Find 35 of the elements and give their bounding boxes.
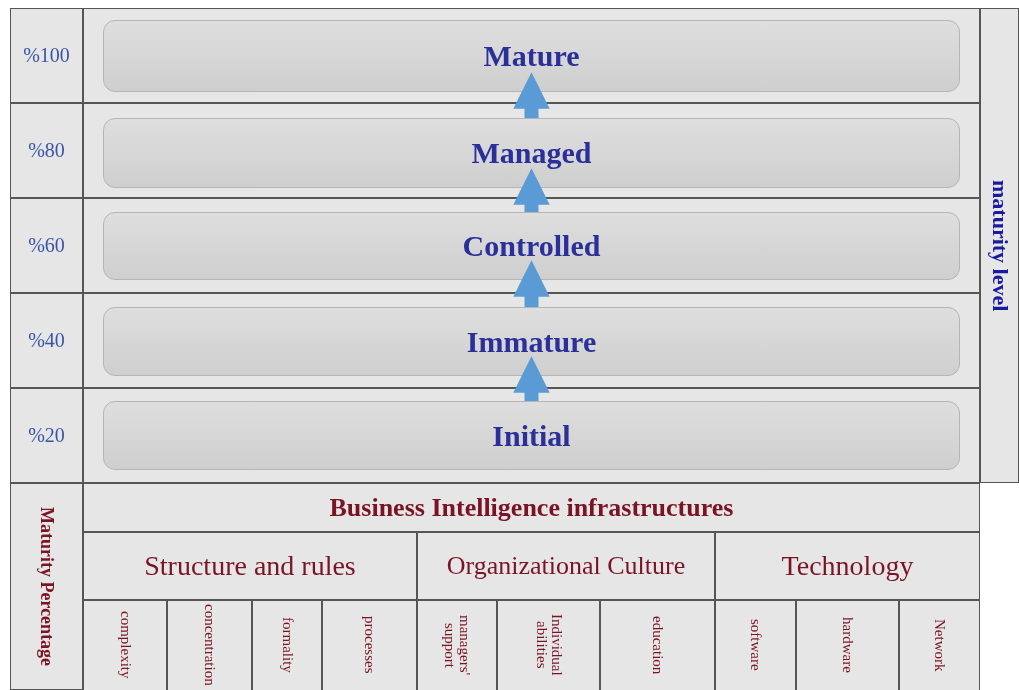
category-heading: Organizational Culture: [446, 551, 686, 581]
level-box: [103, 401, 960, 470]
factor-label: hardware: [840, 617, 855, 673]
factor-label: processes: [362, 616, 377, 674]
level-name: Immature: [466, 324, 597, 359]
category-heading: Structure and rules: [144, 550, 356, 582]
up-arrow: [513, 260, 550, 307]
level-box: [103, 20, 960, 92]
level-name: Controlled: [462, 229, 601, 263]
percentage-label: %100: [23, 44, 70, 67]
factor-label: education: [650, 615, 665, 675]
level-box: [103, 212, 960, 280]
factor-label: software: [748, 619, 763, 671]
factor-label: managers' support: [442, 613, 472, 678]
axis-title: Maturity Percentage: [37, 506, 56, 667]
percentage-label: %20: [28, 424, 65, 447]
up-arrow: [513, 168, 550, 212]
level-name: Initial: [492, 418, 571, 453]
up-arrow: [513, 356, 550, 401]
level-name: Mature: [483, 39, 580, 73]
level-box: [103, 118, 960, 188]
percentage-label: %60: [28, 234, 65, 257]
percentage-label: %80: [28, 139, 65, 162]
factor-label: formality: [279, 617, 295, 673]
level-box: [103, 307, 960, 376]
axis-title: maturity level: [988, 179, 1011, 312]
category-heading: Technology: [781, 550, 914, 582]
factor-label: Individual abilities: [533, 613, 564, 678]
level-name: Managed: [471, 136, 592, 170]
table-heading: Business Intelligence infrastructures: [329, 492, 734, 523]
factor-label: complexity: [117, 611, 133, 679]
factor-label: Network: [932, 618, 947, 672]
factor-label: concentration: [202, 604, 217, 686]
up-arrow: [513, 72, 550, 118]
percentage-label: %40: [28, 329, 65, 352]
